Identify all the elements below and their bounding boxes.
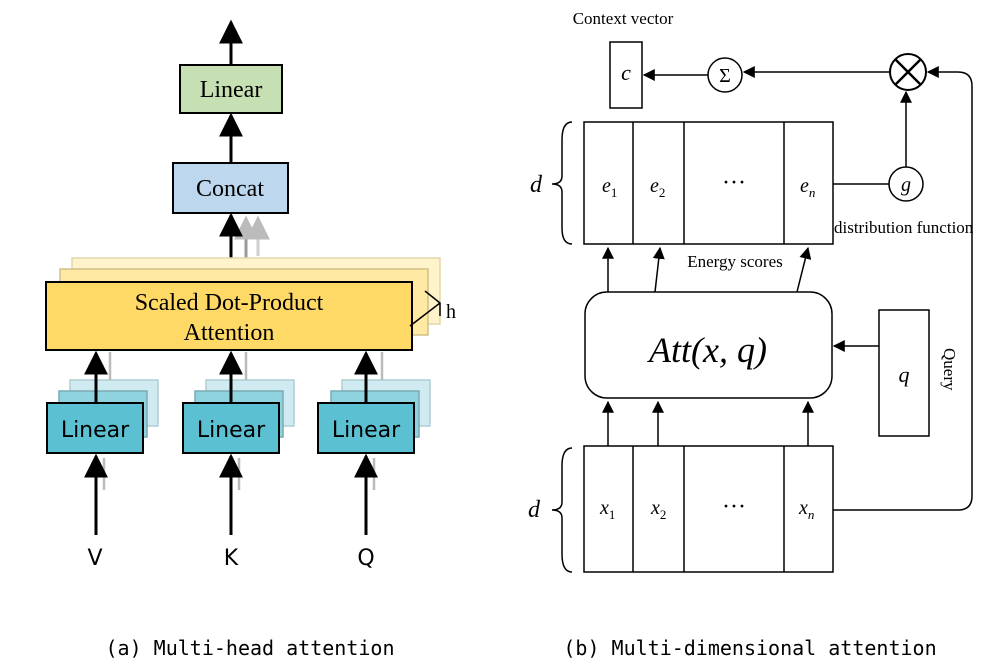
caption-a: (a) Multi-head attention <box>106 636 395 660</box>
input-dots: ··· <box>722 494 746 520</box>
energy-dots: ··· <box>722 170 746 196</box>
context-vector-label: Context vector <box>573 9 674 28</box>
att-box <box>584 291 833 399</box>
context-vector-box <box>609 41 643 109</box>
linear-v-box <box>46 402 144 454</box>
product-symbol-stroke-2 <box>894 58 922 86</box>
d-top-brace <box>551 121 573 245</box>
energy-en: en <box>800 175 815 200</box>
attention-box <box>45 281 413 351</box>
energy-e2: e2 <box>650 175 665 200</box>
heads-bracket <box>409 290 441 327</box>
attention-label-line2: Attention <box>184 320 275 346</box>
energy-scores-label: Energy scores <box>687 252 783 271</box>
linear-k-label: Linear <box>197 418 266 443</box>
query-q: q <box>899 362 910 387</box>
input-q-label: Q <box>357 546 374 571</box>
d-top-label: d <box>530 172 543 198</box>
input-vector <box>583 445 834 573</box>
att-to-en-arrow <box>796 246 812 293</box>
multi-dimensional-attention-diagram: Context vector c Σ g distribution functi… <box>528 9 974 660</box>
linear-q-label: Linear <box>332 418 401 443</box>
att-label: Att(x, q) <box>647 330 767 370</box>
input-to-product-skip <box>833 66 973 511</box>
energy-vector <box>583 121 834 245</box>
multi-head-attention-diagram: Linear Concat Scaled Dot-Product Attenti… <box>45 19 456 660</box>
output-linear-label: Linear <box>200 77 263 103</box>
caption-b: (b) Multi-dimensional attention <box>563 636 936 660</box>
input-v-label: V <box>87 546 102 571</box>
query-label: Query <box>940 348 959 391</box>
linear-v-group: Linear V <box>46 350 159 571</box>
input-x2: x2 <box>650 497 666 522</box>
linear-v-label: Linear <box>61 418 130 443</box>
context-vector-c: c <box>621 60 631 85</box>
input-xn: xn <box>798 497 814 522</box>
attention-label-line1: Scaled Dot-Product <box>135 290 324 316</box>
sum-symbol: Σ <box>719 65 731 87</box>
energy-e1: e1 <box>602 175 617 200</box>
concat-box <box>172 162 289 214</box>
heads-label: h <box>446 301 456 323</box>
input-k-label: K <box>224 546 239 571</box>
d-bottom-label: d <box>528 497 541 523</box>
att-to-e2-arrow <box>652 246 665 293</box>
linear-q-box <box>317 402 415 454</box>
linear-k-box <box>182 402 280 454</box>
distribution-g: g <box>901 174 911 196</box>
query-box <box>878 309 930 437</box>
concat-label: Concat <box>196 176 264 202</box>
linear-q-group: Linear Q <box>317 350 431 571</box>
input-x1: x1 <box>599 497 615 522</box>
d-bottom-brace <box>551 447 573 573</box>
distribution-function-label: distribution function <box>834 218 974 237</box>
linear-k-group: Linear K <box>182 350 295 571</box>
